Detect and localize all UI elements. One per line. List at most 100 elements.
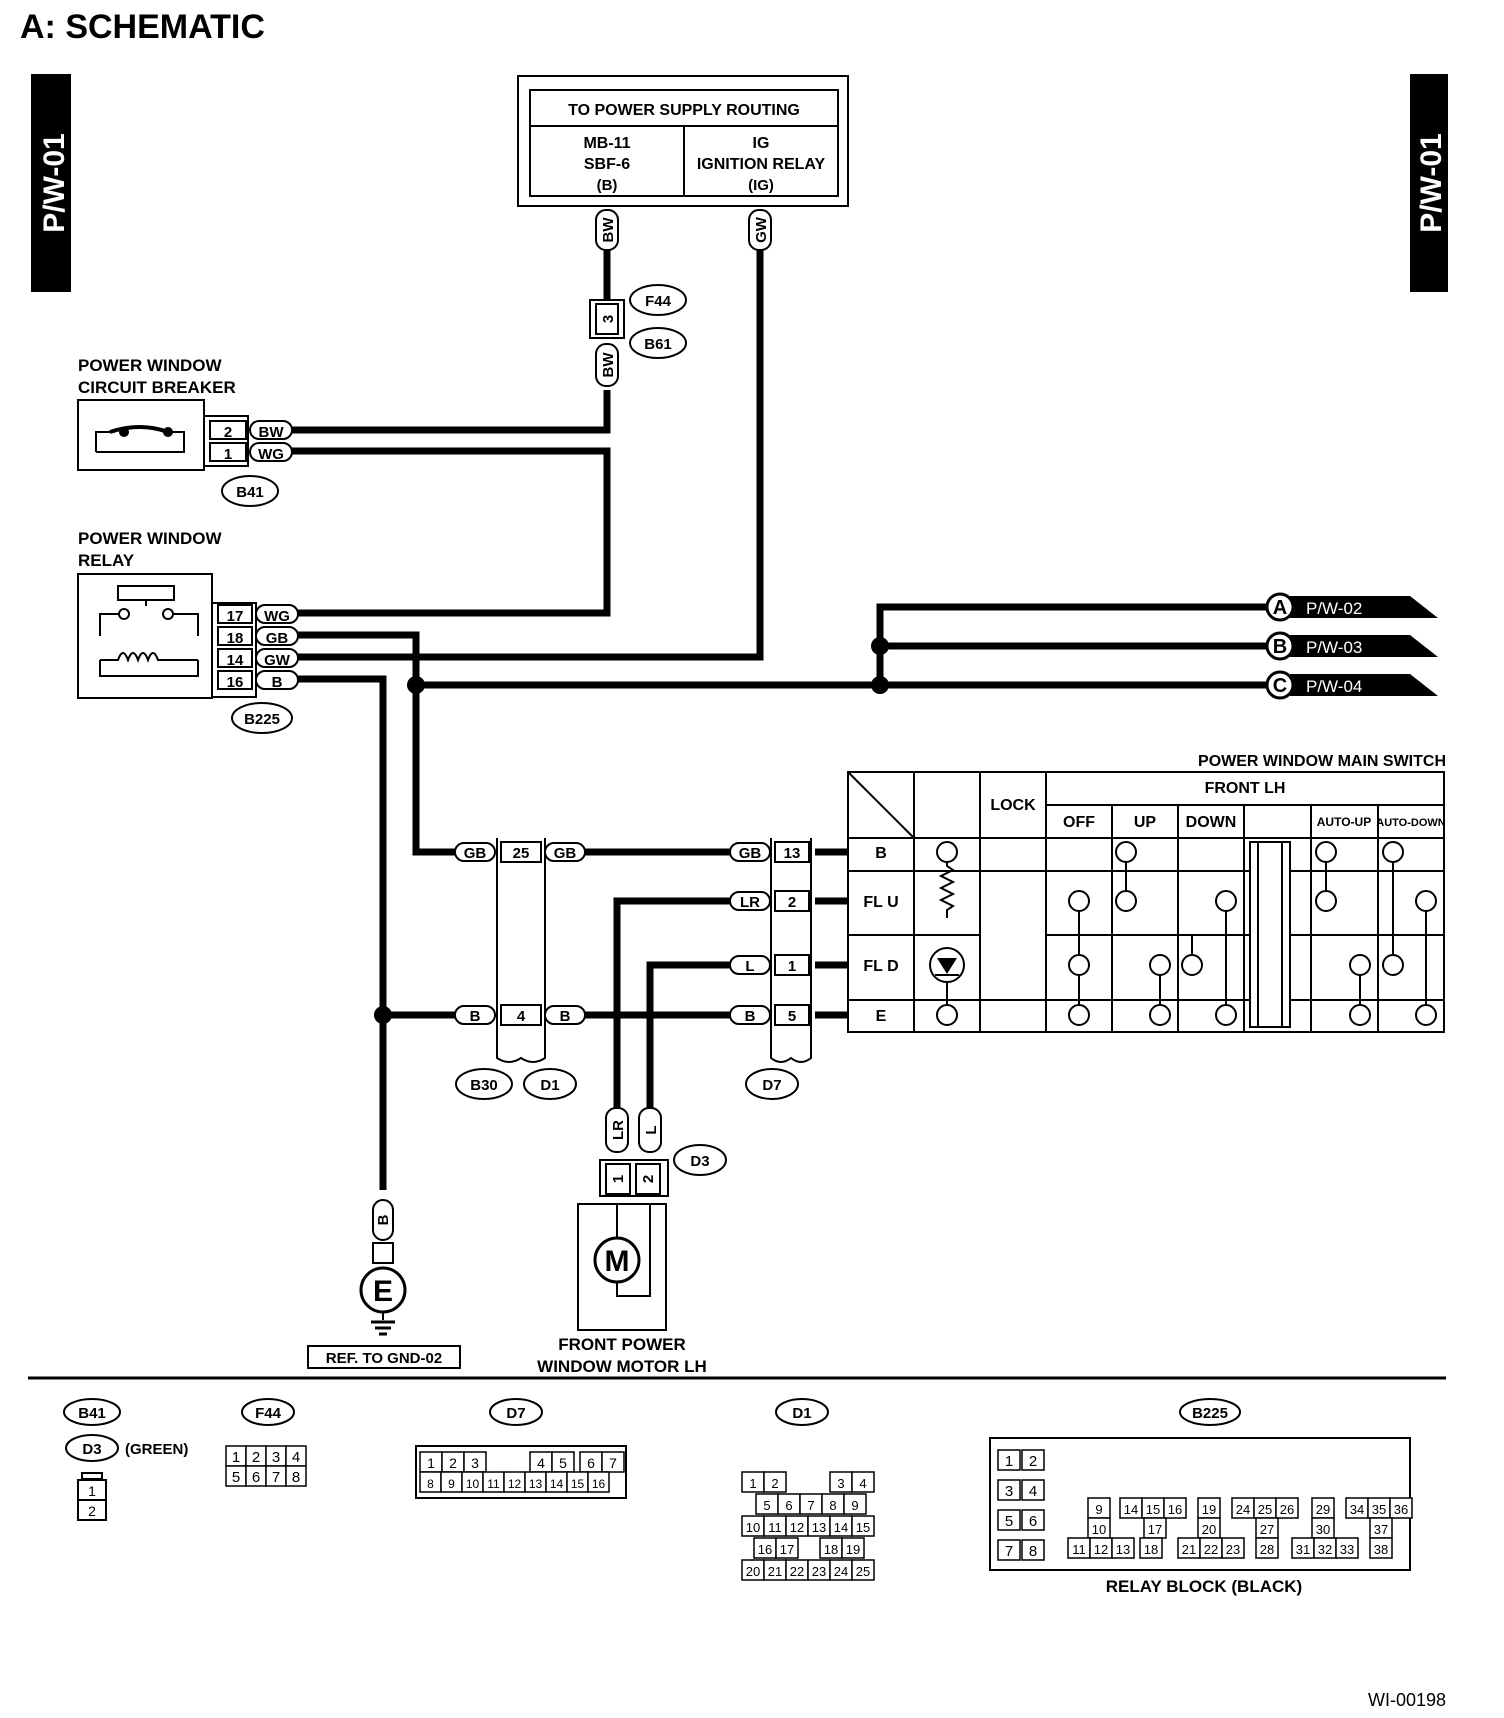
pin-label: 19 <box>846 1542 860 1557</box>
output-a: A P/W-02 <box>1265 592 1438 622</box>
connector-d1-b30: 25 4 GB GB B B B30 D1 <box>454 838 586 1100</box>
pin-label: 5 <box>763 1498 770 1513</box>
pin-label: 6 <box>1029 1513 1037 1530</box>
pin-label: 14 <box>1124 1502 1138 1517</box>
svg-text:L: L <box>745 958 754 975</box>
svg-text:BW: BW <box>259 424 285 441</box>
pin-label: 23 <box>812 1564 826 1579</box>
svg-text:2: 2 <box>224 424 232 441</box>
pin-label: 7 <box>272 1469 280 1486</box>
pin-label: 26 <box>1280 1502 1294 1517</box>
svg-text:1: 1 <box>224 446 232 463</box>
pin-label: 20 <box>746 1564 760 1579</box>
pin-label: 3 <box>837 1476 844 1491</box>
pin-label: 19 <box>1202 1502 1216 1517</box>
svg-text:(GREEN): (GREEN) <box>125 1441 188 1458</box>
svg-text:P/W-02: P/W-02 <box>1306 599 1362 618</box>
pin-label: 34 <box>1350 1502 1364 1517</box>
pin-label: 23 <box>1226 1542 1240 1557</box>
svg-text:POWER WINDOW MAIN SWITCH: POWER WINDOW MAIN SWITCH <box>1198 753 1446 770</box>
svg-text:OFF: OFF <box>1063 814 1095 831</box>
ground-ref: REF. TO GND-02 <box>326 1350 442 1367</box>
pin-label: 1 <box>232 1449 240 1466</box>
svg-text:GW: GW <box>753 216 770 243</box>
pin-label: 36 <box>1394 1502 1408 1517</box>
pin-label: 1 <box>749 1476 756 1491</box>
ground-point: B E REF. TO GND-02 <box>307 1199 461 1369</box>
pin-label: 5 <box>232 1469 240 1486</box>
pin-label: 16 <box>592 1477 606 1491</box>
pin-label: 7 <box>1005 1543 1013 1560</box>
figure-id: WI-00198 <box>1368 1690 1446 1710</box>
svg-text:B225: B225 <box>1192 1405 1228 1422</box>
svg-text:P/W-03: P/W-03 <box>1306 638 1362 657</box>
pin-label: 20 <box>1202 1522 1216 1537</box>
svg-text:POWER WINDOW: POWER WINDOW <box>78 529 222 548</box>
pin-label: 12 <box>790 1520 804 1535</box>
pin-label: 2 <box>252 1449 260 1466</box>
pin-label: 15 <box>571 1477 585 1491</box>
pin-label: 24 <box>1236 1502 1250 1517</box>
pin-label: 7 <box>609 1455 617 1471</box>
svg-text:1: 1 <box>610 1175 627 1183</box>
pin-label: 2 <box>771 1476 778 1491</box>
pin-label: 8 <box>427 1477 434 1491</box>
svg-text:L: L <box>643 1125 660 1134</box>
pin-label: 6 <box>252 1469 260 1486</box>
svg-text:16: 16 <box>227 674 244 691</box>
pin-label: 9 <box>1095 1502 1102 1517</box>
circuit-breaker: POWER WINDOW CIRCUIT BREAKER 2 1 BW WG B… <box>77 356 293 507</box>
b225-caption: RELAY BLOCK (BLACK) <box>1106 1577 1302 1596</box>
svg-text:GB: GB <box>266 630 289 647</box>
pin-label: 27 <box>1260 1522 1274 1537</box>
svg-text:2: 2 <box>88 1503 96 1519</box>
svg-text:P/W-01: P/W-01 <box>1415 133 1448 232</box>
pin-label: 10 <box>466 1477 480 1491</box>
svg-text:B: B <box>375 1214 392 1225</box>
pin-label: 24 <box>834 1564 848 1579</box>
svg-text:MB-11: MB-11 <box>583 135 630 152</box>
svg-text:D1: D1 <box>792 1405 811 1422</box>
svg-text:B: B <box>560 1008 571 1025</box>
svg-text:LR: LR <box>610 1120 627 1140</box>
junction-dots <box>374 637 889 1024</box>
pin-label: 31 <box>1296 1542 1310 1557</box>
svg-text:25: 25 <box>513 845 530 862</box>
svg-text:GB: GB <box>464 845 487 862</box>
schematic-title: A: SCHEMATIC <box>20 8 265 46</box>
output-references: A P/W-02 B P/W-03 C P/W-04 <box>1265 592 1438 700</box>
svg-text:POWER WINDOW: POWER WINDOW <box>78 356 222 375</box>
svg-text:1: 1 <box>788 958 796 975</box>
connector-d7: 13 2 1 5 GB LR L B D7 <box>729 838 812 1100</box>
svg-text:E: E <box>373 1275 393 1308</box>
svg-text:E: E <box>876 1008 887 1025</box>
pin-label: 33 <box>1340 1542 1354 1557</box>
pin-label: 16 <box>1168 1502 1182 1517</box>
svg-text:P/W-01: P/W-01 <box>38 133 71 232</box>
pin-label: 21 <box>1182 1542 1196 1557</box>
svg-text:FRONT LH: FRONT LH <box>1205 780 1286 797</box>
pin-label: 8 <box>292 1469 300 1486</box>
pin-label: 15 <box>856 1520 870 1535</box>
svg-text:SBF-6: SBF-6 <box>584 156 630 173</box>
svg-text:IGNITION RELAY: IGNITION RELAY <box>697 156 826 173</box>
pin-label: 17 <box>1148 1522 1162 1537</box>
pin-label: 3 <box>471 1455 479 1471</box>
pin-label: 9 <box>851 1498 858 1513</box>
svg-text:B30: B30 <box>470 1077 498 1094</box>
pin-label: 14 <box>550 1477 564 1491</box>
svg-text:B41: B41 <box>78 1405 106 1422</box>
svg-text:GB: GB <box>739 845 762 862</box>
wire-code-labels: BW GW <box>595 209 772 251</box>
svg-text:WINDOW MOTOR LH: WINDOW MOTOR LH <box>537 1357 707 1376</box>
pin-label: 3 <box>272 1449 280 1466</box>
pin-label: 13 <box>529 1477 543 1491</box>
pin-label: 22 <box>790 1564 804 1579</box>
pin-label: 12 <box>1094 1542 1108 1557</box>
svg-text:FL D: FL D <box>863 958 898 975</box>
pin-label: 9 <box>448 1477 455 1491</box>
svg-text:RELAY: RELAY <box>78 551 135 570</box>
pin-label: 12 <box>508 1477 522 1491</box>
svg-text:13: 13 <box>784 845 801 862</box>
power-supply-box: TO POWER SUPPLY ROUTING MB-11 SBF-6 (B) … <box>517 75 849 207</box>
